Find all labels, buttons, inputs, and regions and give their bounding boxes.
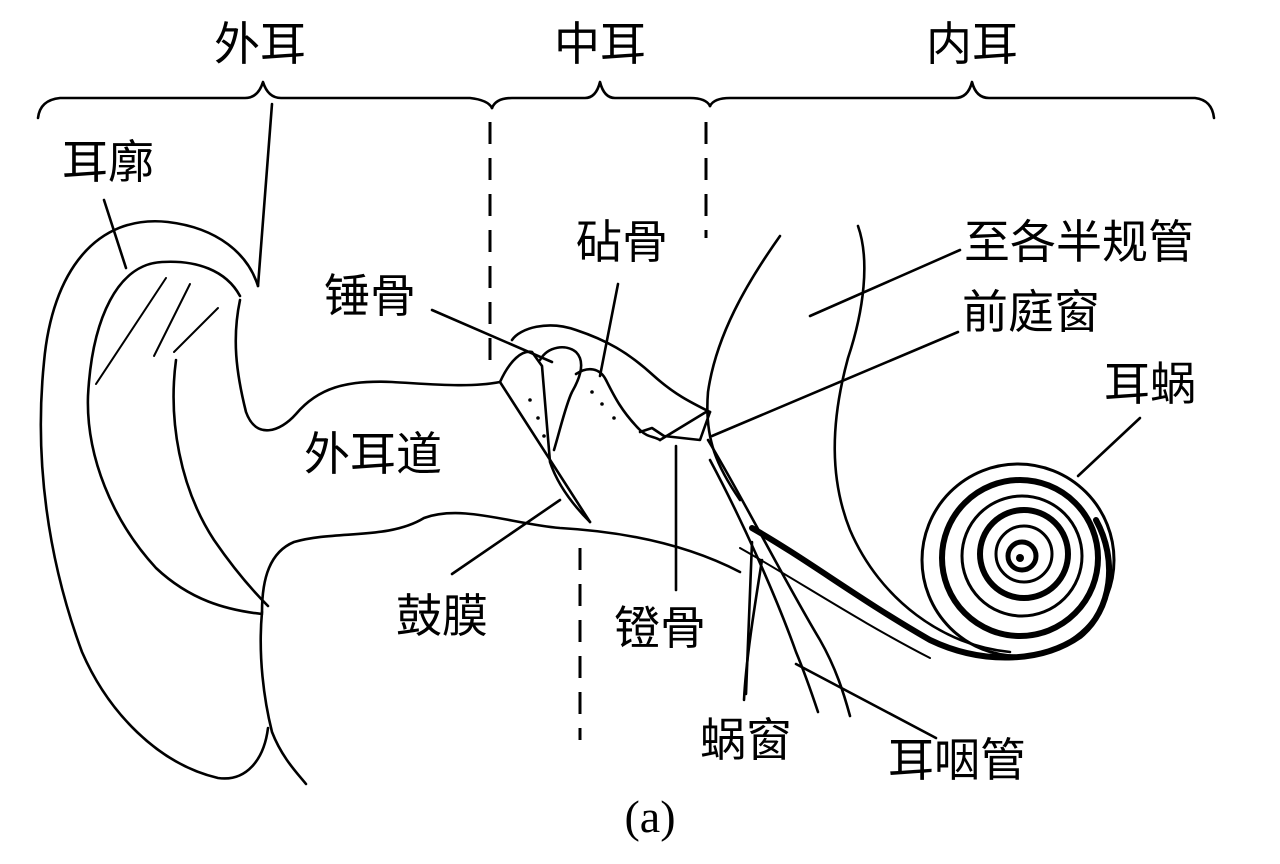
inner-ear-brace [708,80,1216,120]
cochlea-spiral [920,462,1116,658]
ossicle-stipple-3 [542,434,546,438]
cochlea-leader [1076,416,1142,478]
cochlea-ring-4 [977,507,1071,601]
ossicle-stipple-4 [590,390,594,394]
section-braces [36,80,1216,120]
incus-label: 砧骨 [576,215,668,269]
ossicle-stipple-1 [528,398,532,402]
pinna-drawing [39,219,742,786]
pinna-inner-rim [86,260,264,616]
semicircular-canals-label: 至各半规管 [964,215,1194,269]
cochlea-ring-2 [939,477,1101,639]
middle-ear-brace [490,80,712,110]
round-window-label: 蜗窗 [700,713,792,767]
ear-canal-lower-wall [260,511,742,614]
oval-window-leader [710,330,960,438]
eustachian-tube-lower [708,458,820,714]
semicircular-leader [808,248,962,318]
pinna-stroke-2 [153,283,191,357]
eustachian-tube-label: 耳咽管 [888,733,1026,787]
boundary-lines [488,122,708,740]
oval-window-label: 前庭窗 [962,285,1100,339]
middle-ear-drawing [498,324,712,524]
pinna-stroke-3 [173,307,219,353]
inner-ear-drawing [706,224,1116,718]
eardrum-label: 鼓膜 [396,589,488,643]
stapes-label: 镫骨 [614,601,706,655]
eardrum-shape [498,350,592,524]
malleus-leader [430,308,554,364]
figure-caption: (a) [624,791,675,842]
outer-ear-leader [256,102,274,288]
pinna-label: 耳廓 [62,135,154,189]
eardrum-outer-edge [498,380,592,524]
oval-window-edge [658,410,708,442]
vestibule-wall-right [833,224,1012,654]
vestibule-wall-left [706,234,782,502]
cochlea-ring-1 [920,462,1116,658]
cochlea-label: 耳蜗 [1104,357,1196,411]
inner-ear-title: 内耳 [926,17,1018,71]
ossicle-stipple-2 [536,416,540,420]
pinna-leader [102,198,128,270]
pinna-fold [172,358,270,608]
malleus-label: 锤骨 [324,269,416,323]
round-window-line [742,558,764,702]
eardrum-leader [450,498,562,576]
stapes-bone [638,410,712,442]
ear-canal-label: 外耳道 [304,427,442,481]
ear-canal-upper-wall [234,298,502,432]
ossicle-stipple-5 [600,402,604,406]
lobe-contour [259,610,308,786]
incus-leader [598,282,620,378]
pinna-stroke-1 [95,277,167,385]
outer-ear-title: 外耳 [214,17,306,71]
cochlea-ring-3 [960,494,1084,618]
middle-ear-cavity-roof [510,324,712,414]
cochlear-duct-thick [749,517,1113,661]
middle-ear-title: 中耳 [554,17,646,71]
cochlea-ring-6 [1005,539,1039,573]
outer-ear-brace [36,80,494,120]
ossicle-stipple-6 [612,416,616,420]
malleus-bone [538,346,583,452]
eustachian-leader [794,662,938,740]
cochlea-core [1016,554,1024,562]
round-window-leader [744,540,754,696]
cochlea-ring-5 [994,524,1054,584]
leader-lines [102,102,1142,740]
incus-bone [574,367,662,442]
pinna-outer-rim [39,219,270,780]
